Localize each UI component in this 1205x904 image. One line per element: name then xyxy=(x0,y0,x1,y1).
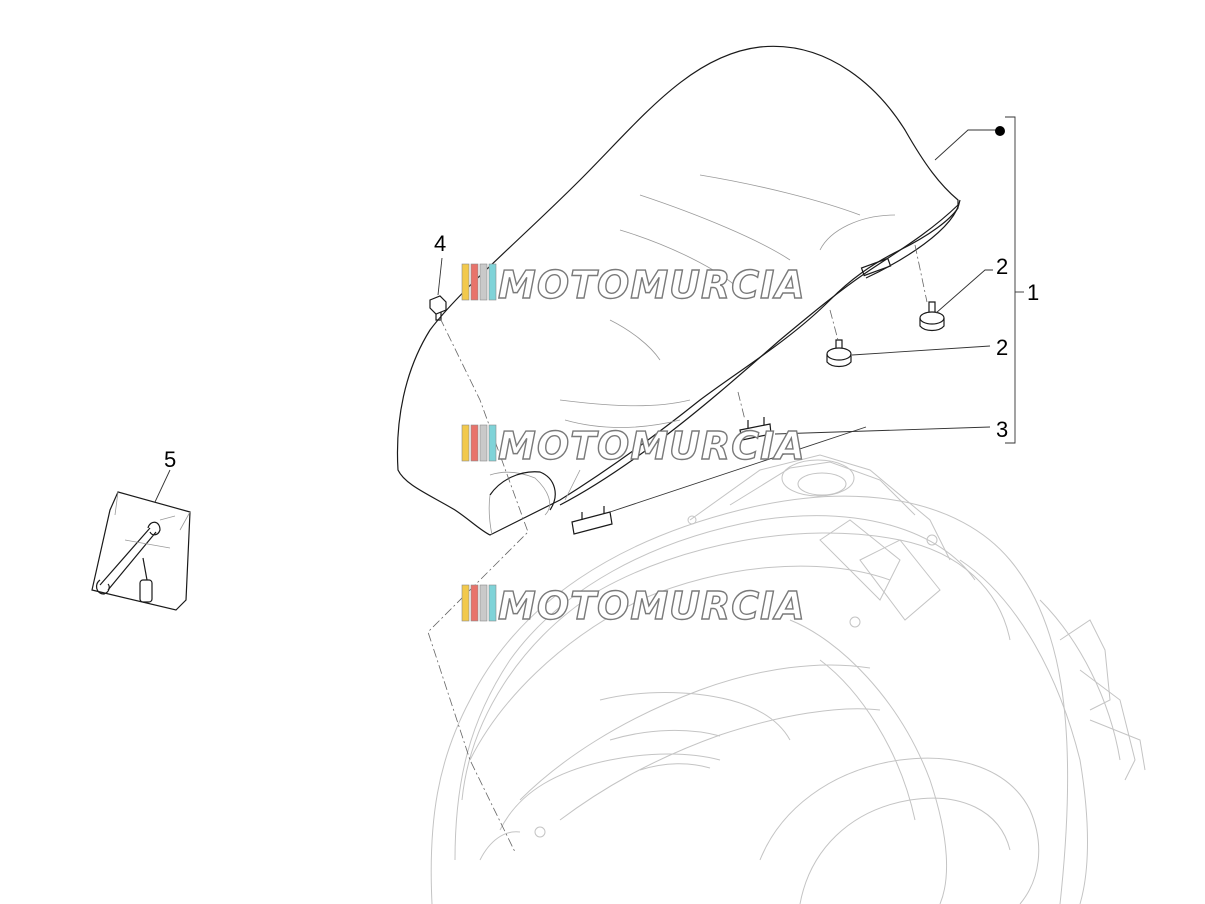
watermark-stripe xyxy=(488,263,497,301)
leader-lines xyxy=(154,116,1024,513)
watermark-stripe xyxy=(470,424,479,462)
watermark-stripe xyxy=(470,263,479,301)
tool-kit xyxy=(91,491,191,611)
callout-tool-kit: 5 xyxy=(164,447,176,472)
watermark-stripe xyxy=(479,263,488,301)
watermark-stripe xyxy=(479,584,488,622)
rubber-buffer-upper xyxy=(919,301,945,332)
reference-dot xyxy=(995,126,1005,136)
callout-seat-bumper: 4 xyxy=(434,231,446,256)
seat-bumper xyxy=(429,295,447,321)
watermark-text: MOTOMURCIA xyxy=(498,584,806,628)
watermark-text: MOTOMURCIA xyxy=(498,424,806,468)
callout-rubber-buffer-upper: 2 xyxy=(996,254,1008,279)
assembly-lines xyxy=(427,244,928,853)
watermark-stripe xyxy=(470,584,479,622)
watermark-stripe xyxy=(488,584,497,622)
watermark-stripe xyxy=(461,584,470,622)
watermark-stripe xyxy=(461,263,470,301)
hinge-bracket xyxy=(571,417,772,535)
watermark-bottom: MOTOMURCIA xyxy=(461,583,806,629)
watermark-middle: MOTOMURCIA xyxy=(461,423,806,469)
watermark-stripe xyxy=(479,424,488,462)
callout-hinge-bracket: 3 xyxy=(996,417,1008,442)
callout-rubber-buffer-lower: 2 xyxy=(996,335,1008,360)
watermark-stripe xyxy=(461,424,470,462)
rubber-buffer-lower xyxy=(826,339,852,368)
watermark-top: MOTOMURCIA xyxy=(461,262,806,308)
watermark-text: MOTOMURCIA xyxy=(498,263,806,307)
callout-seat-group: 1 xyxy=(1027,280,1039,305)
seat-assembly xyxy=(396,45,961,536)
scooter-body-ghost xyxy=(430,454,1146,904)
watermark-stripe xyxy=(488,424,497,462)
